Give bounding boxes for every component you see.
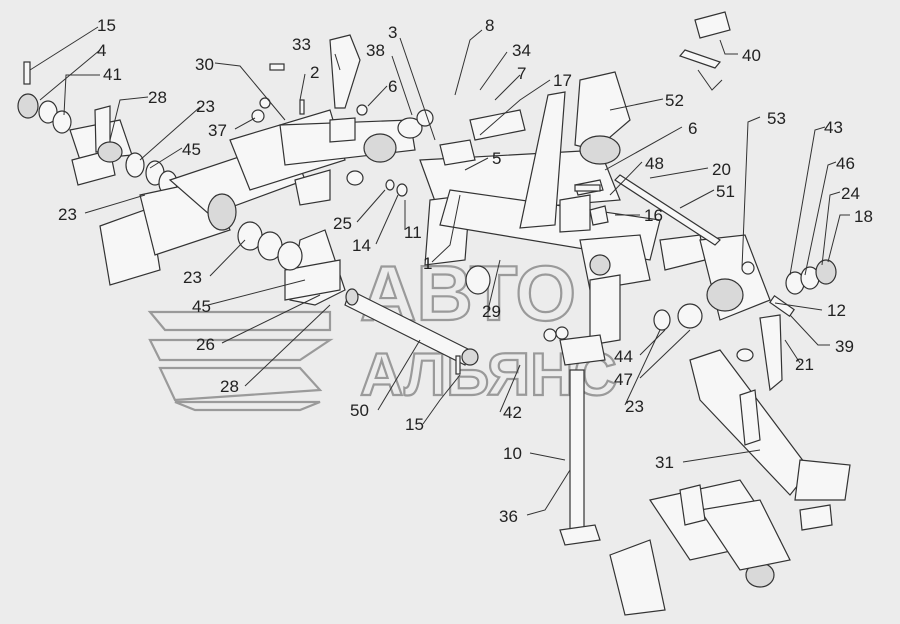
label-53: 53 (767, 109, 786, 128)
label-4: 4 (97, 41, 106, 60)
label-39: 39 (835, 337, 854, 356)
label-8: 8 (485, 16, 494, 35)
right-hub-assembly (574, 174, 837, 392)
label-26: 26 (196, 335, 215, 354)
label-51: 51 (716, 182, 735, 201)
label-50: 50 (350, 401, 369, 420)
label-34: 34 (512, 41, 531, 60)
part-labels: 15 4 41 28 23 45 23 30 37 2 33 38 6 3 8 … (58, 16, 873, 526)
label-30: 30 (195, 55, 214, 74)
label-46: 46 (836, 154, 855, 173)
label-11: 11 (404, 223, 422, 242)
label-44: 44 (614, 347, 633, 366)
label-31: 31 (655, 453, 674, 472)
label-2: 2 (310, 63, 319, 82)
leader-lines (29, 26, 850, 516)
label-15-top: 15 (97, 16, 116, 35)
label-23-bottom: 23 (625, 397, 644, 416)
label-23-top: 23 (196, 97, 215, 116)
label-7: 7 (517, 64, 526, 83)
main-shaft (237, 179, 479, 375)
label-15-bottom: 15 (405, 415, 424, 434)
label-21: 21 (795, 355, 814, 374)
label-48: 48 (645, 154, 664, 173)
label-41: 41 (103, 65, 122, 84)
label-29: 29 (482, 302, 501, 321)
label-45-bottom: 45 (192, 297, 211, 316)
label-23-mid: 23 (183, 268, 202, 287)
label-20: 20 (712, 160, 731, 179)
label-28-bottom: 28 (220, 377, 239, 396)
label-28-top: 28 (148, 88, 167, 107)
label-24: 24 (841, 184, 860, 203)
label-42: 42 (503, 403, 522, 422)
label-14: 14 (352, 236, 371, 255)
label-10: 10 (503, 444, 522, 463)
label-6-right: 6 (688, 119, 697, 138)
label-17: 17 (553, 71, 572, 90)
label-6-left: 6 (388, 77, 397, 96)
label-47: 47 (614, 370, 633, 389)
label-12: 12 (827, 301, 846, 320)
label-40: 40 (742, 46, 761, 65)
label-33: 33 (292, 35, 311, 54)
left-hinge-bracket (17, 61, 178, 196)
label-16: 16 (644, 206, 663, 225)
label-1: 1 (423, 254, 432, 273)
label-23-left: 23 (58, 205, 77, 224)
hitch-pin (678, 11, 731, 91)
label-38: 38 (366, 41, 385, 60)
label-18: 18 (854, 207, 873, 226)
label-3: 3 (388, 23, 397, 42)
jack-stand (543, 326, 606, 546)
label-37: 37 (208, 121, 227, 140)
label-45-top: 45 (182, 140, 201, 159)
cylinder-assembly (279, 34, 434, 186)
label-36: 36 (499, 507, 518, 526)
drawbar (609, 349, 851, 616)
label-5: 5 (492, 149, 501, 168)
label-25: 25 (333, 214, 352, 233)
center-frame (419, 71, 661, 346)
label-43: 43 (824, 118, 843, 137)
label-52: 52 (665, 91, 684, 110)
